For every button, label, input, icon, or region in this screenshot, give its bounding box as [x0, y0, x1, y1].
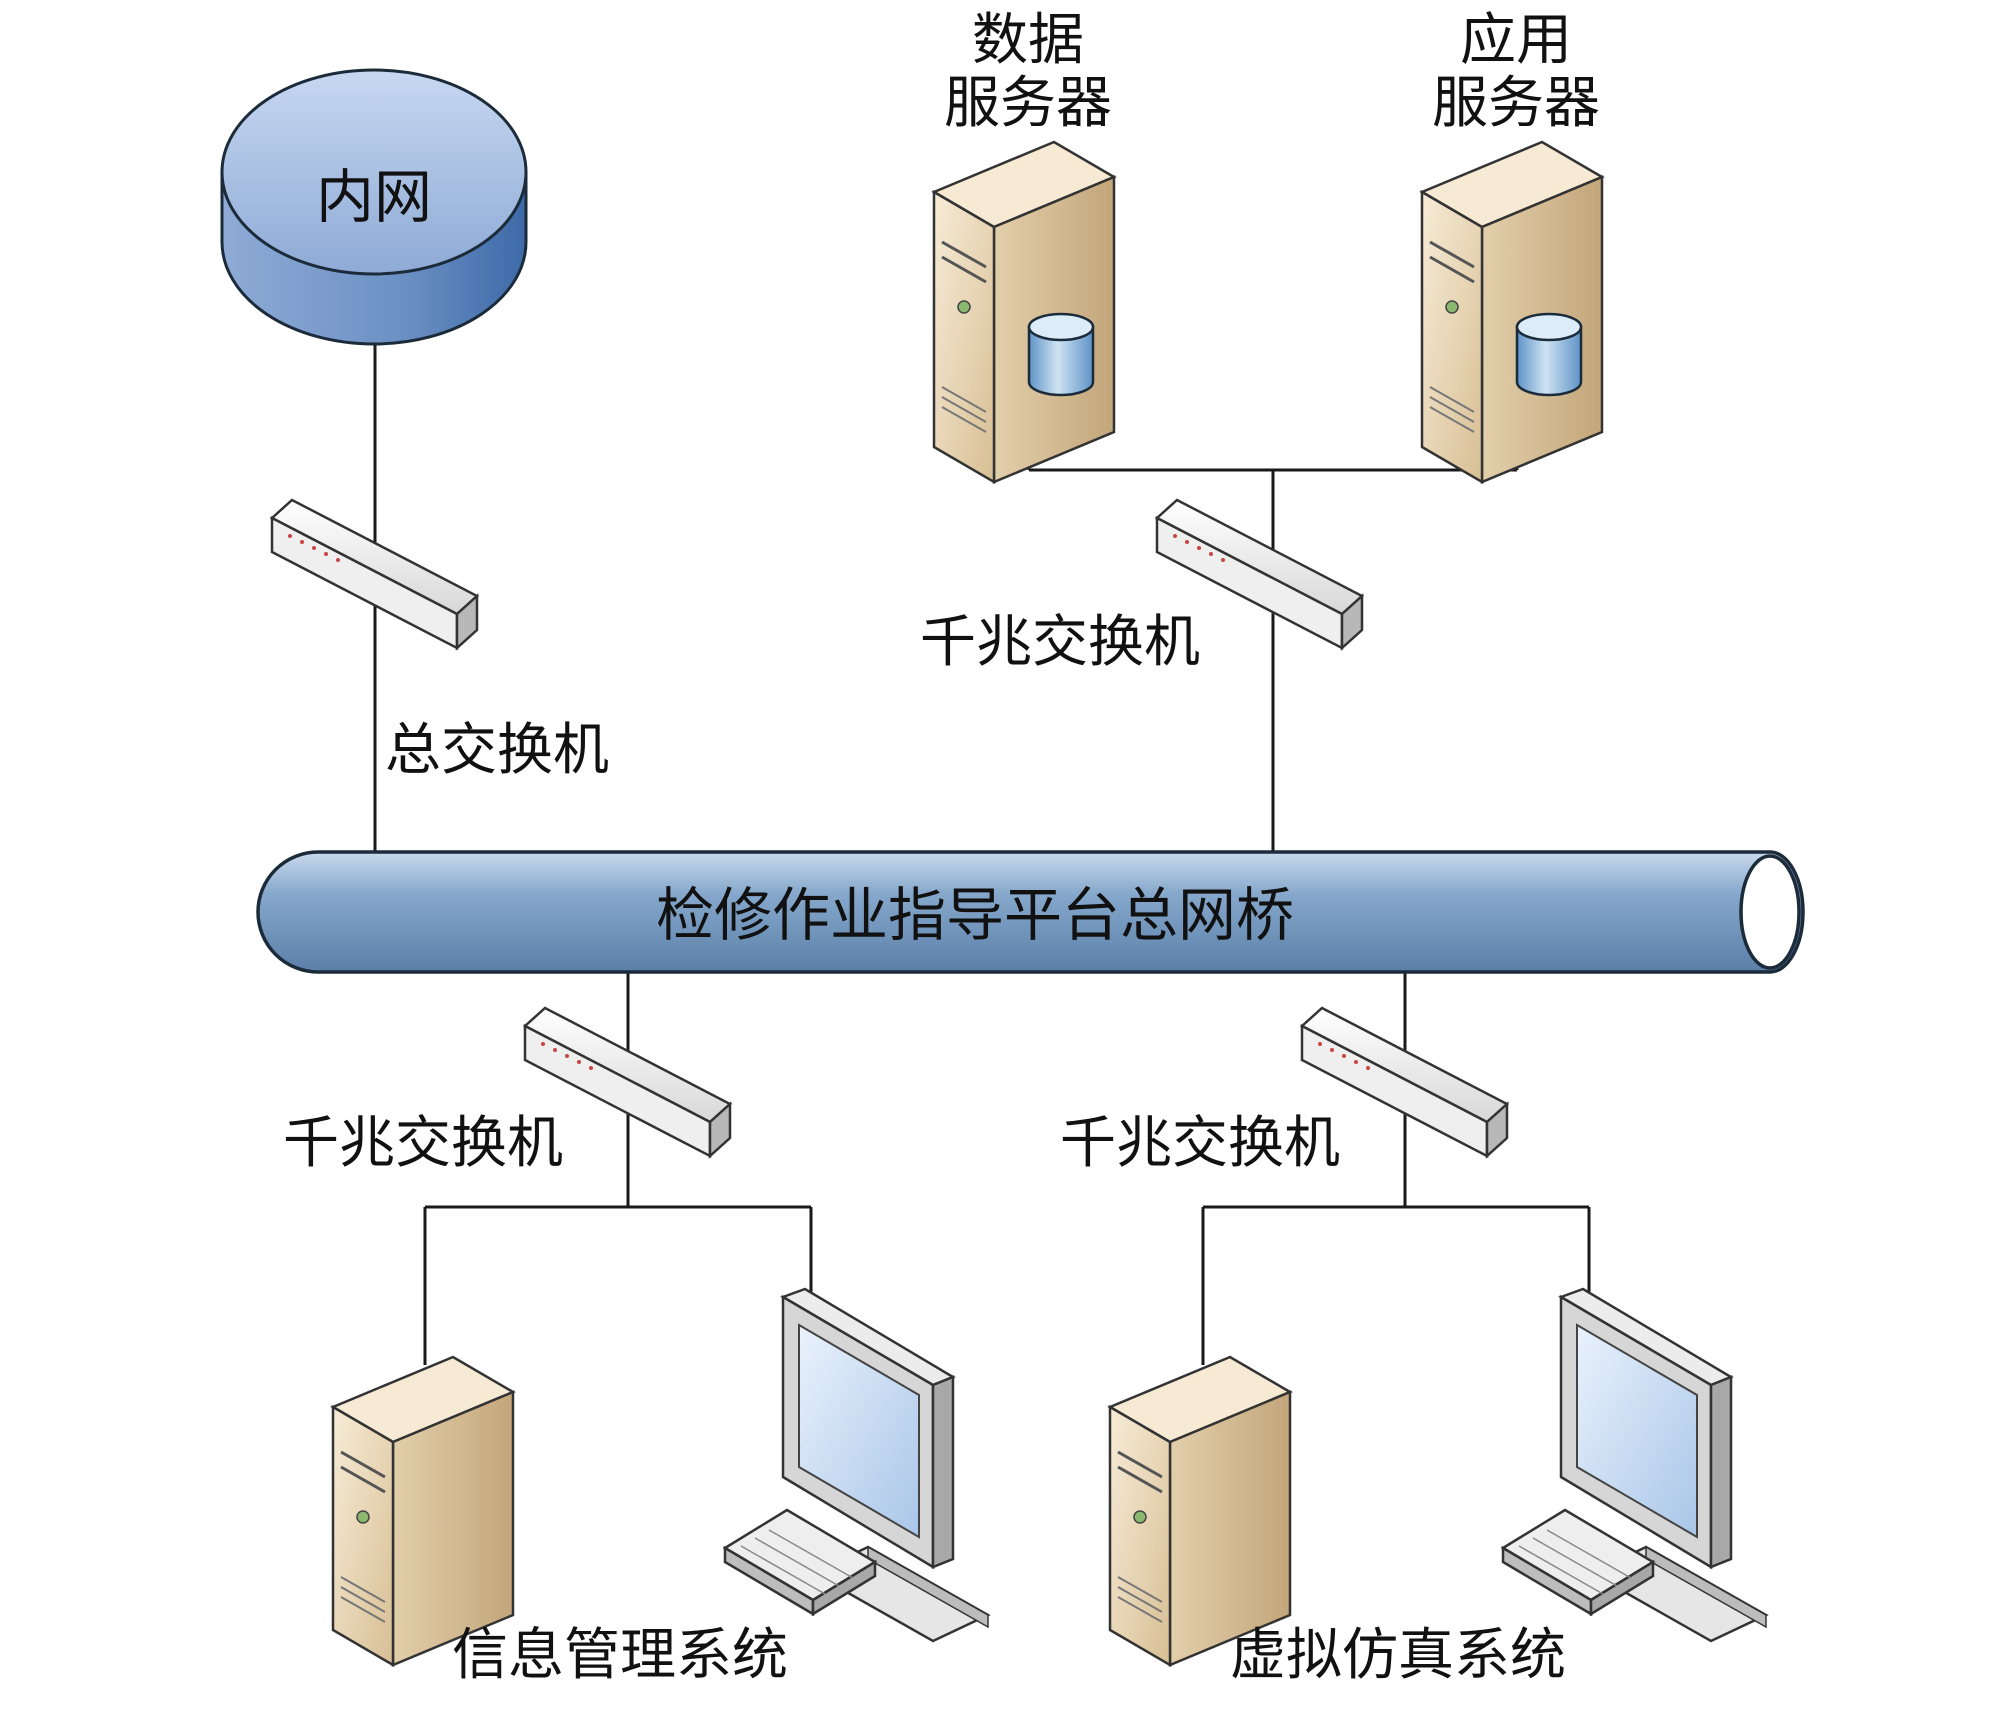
bridge-label: 检修作业指导平台总网桥 [655, 881, 1295, 949]
data-server-label-line1: 数据 [972, 8, 1084, 73]
application-server-icon [1419, 140, 1605, 485]
app-server-label: 应用 服务器 [1416, 8, 1616, 136]
database-cylinder-icon [1027, 312, 1095, 397]
data-server-label-line2: 服务器 [944, 70, 1112, 136]
sim-system-server-icon [1107, 1355, 1293, 1668]
database-cylinder-icon [1515, 312, 1583, 397]
gigabit-switch-left-label: 千兆交换机 [283, 1111, 563, 1176]
sim-system-label: 虚拟仿真系统 [1230, 1623, 1566, 1688]
info-system-label: 信息管理系统 [452, 1623, 788, 1688]
sim-system-keyboard-icon [1500, 1508, 1656, 1617]
gigabit-switch-right-label: 千兆交换机 [1060, 1111, 1340, 1176]
info-system-keyboard-icon [722, 1508, 878, 1617]
gigabit-switch-right-icon [1299, 1006, 1510, 1159]
data-server-icon [931, 140, 1117, 485]
app-server-label-line2: 服务器 [1432, 70, 1600, 136]
bridge-pipe-icon [256, 850, 1805, 974]
gigabit-switch-top-icon [1154, 498, 1365, 651]
main-switch-icon [269, 498, 480, 651]
intranet-disk-icon [220, 68, 528, 346]
gigabit-switch-left-icon [522, 1006, 733, 1159]
data-server-label: 数据 服务器 [928, 8, 1128, 136]
app-server-label-line1: 应用 [1460, 8, 1572, 73]
main-switch-label: 总交换机 [385, 718, 609, 783]
intranet-label: 内网 [315, 163, 433, 231]
gigabit-switch-top-label: 千兆交换机 [920, 610, 1200, 675]
sim-system-monitor-icon [1558, 1287, 1769, 1643]
info-system-monitor-icon [780, 1287, 991, 1643]
info-system-server-icon [330, 1355, 516, 1668]
